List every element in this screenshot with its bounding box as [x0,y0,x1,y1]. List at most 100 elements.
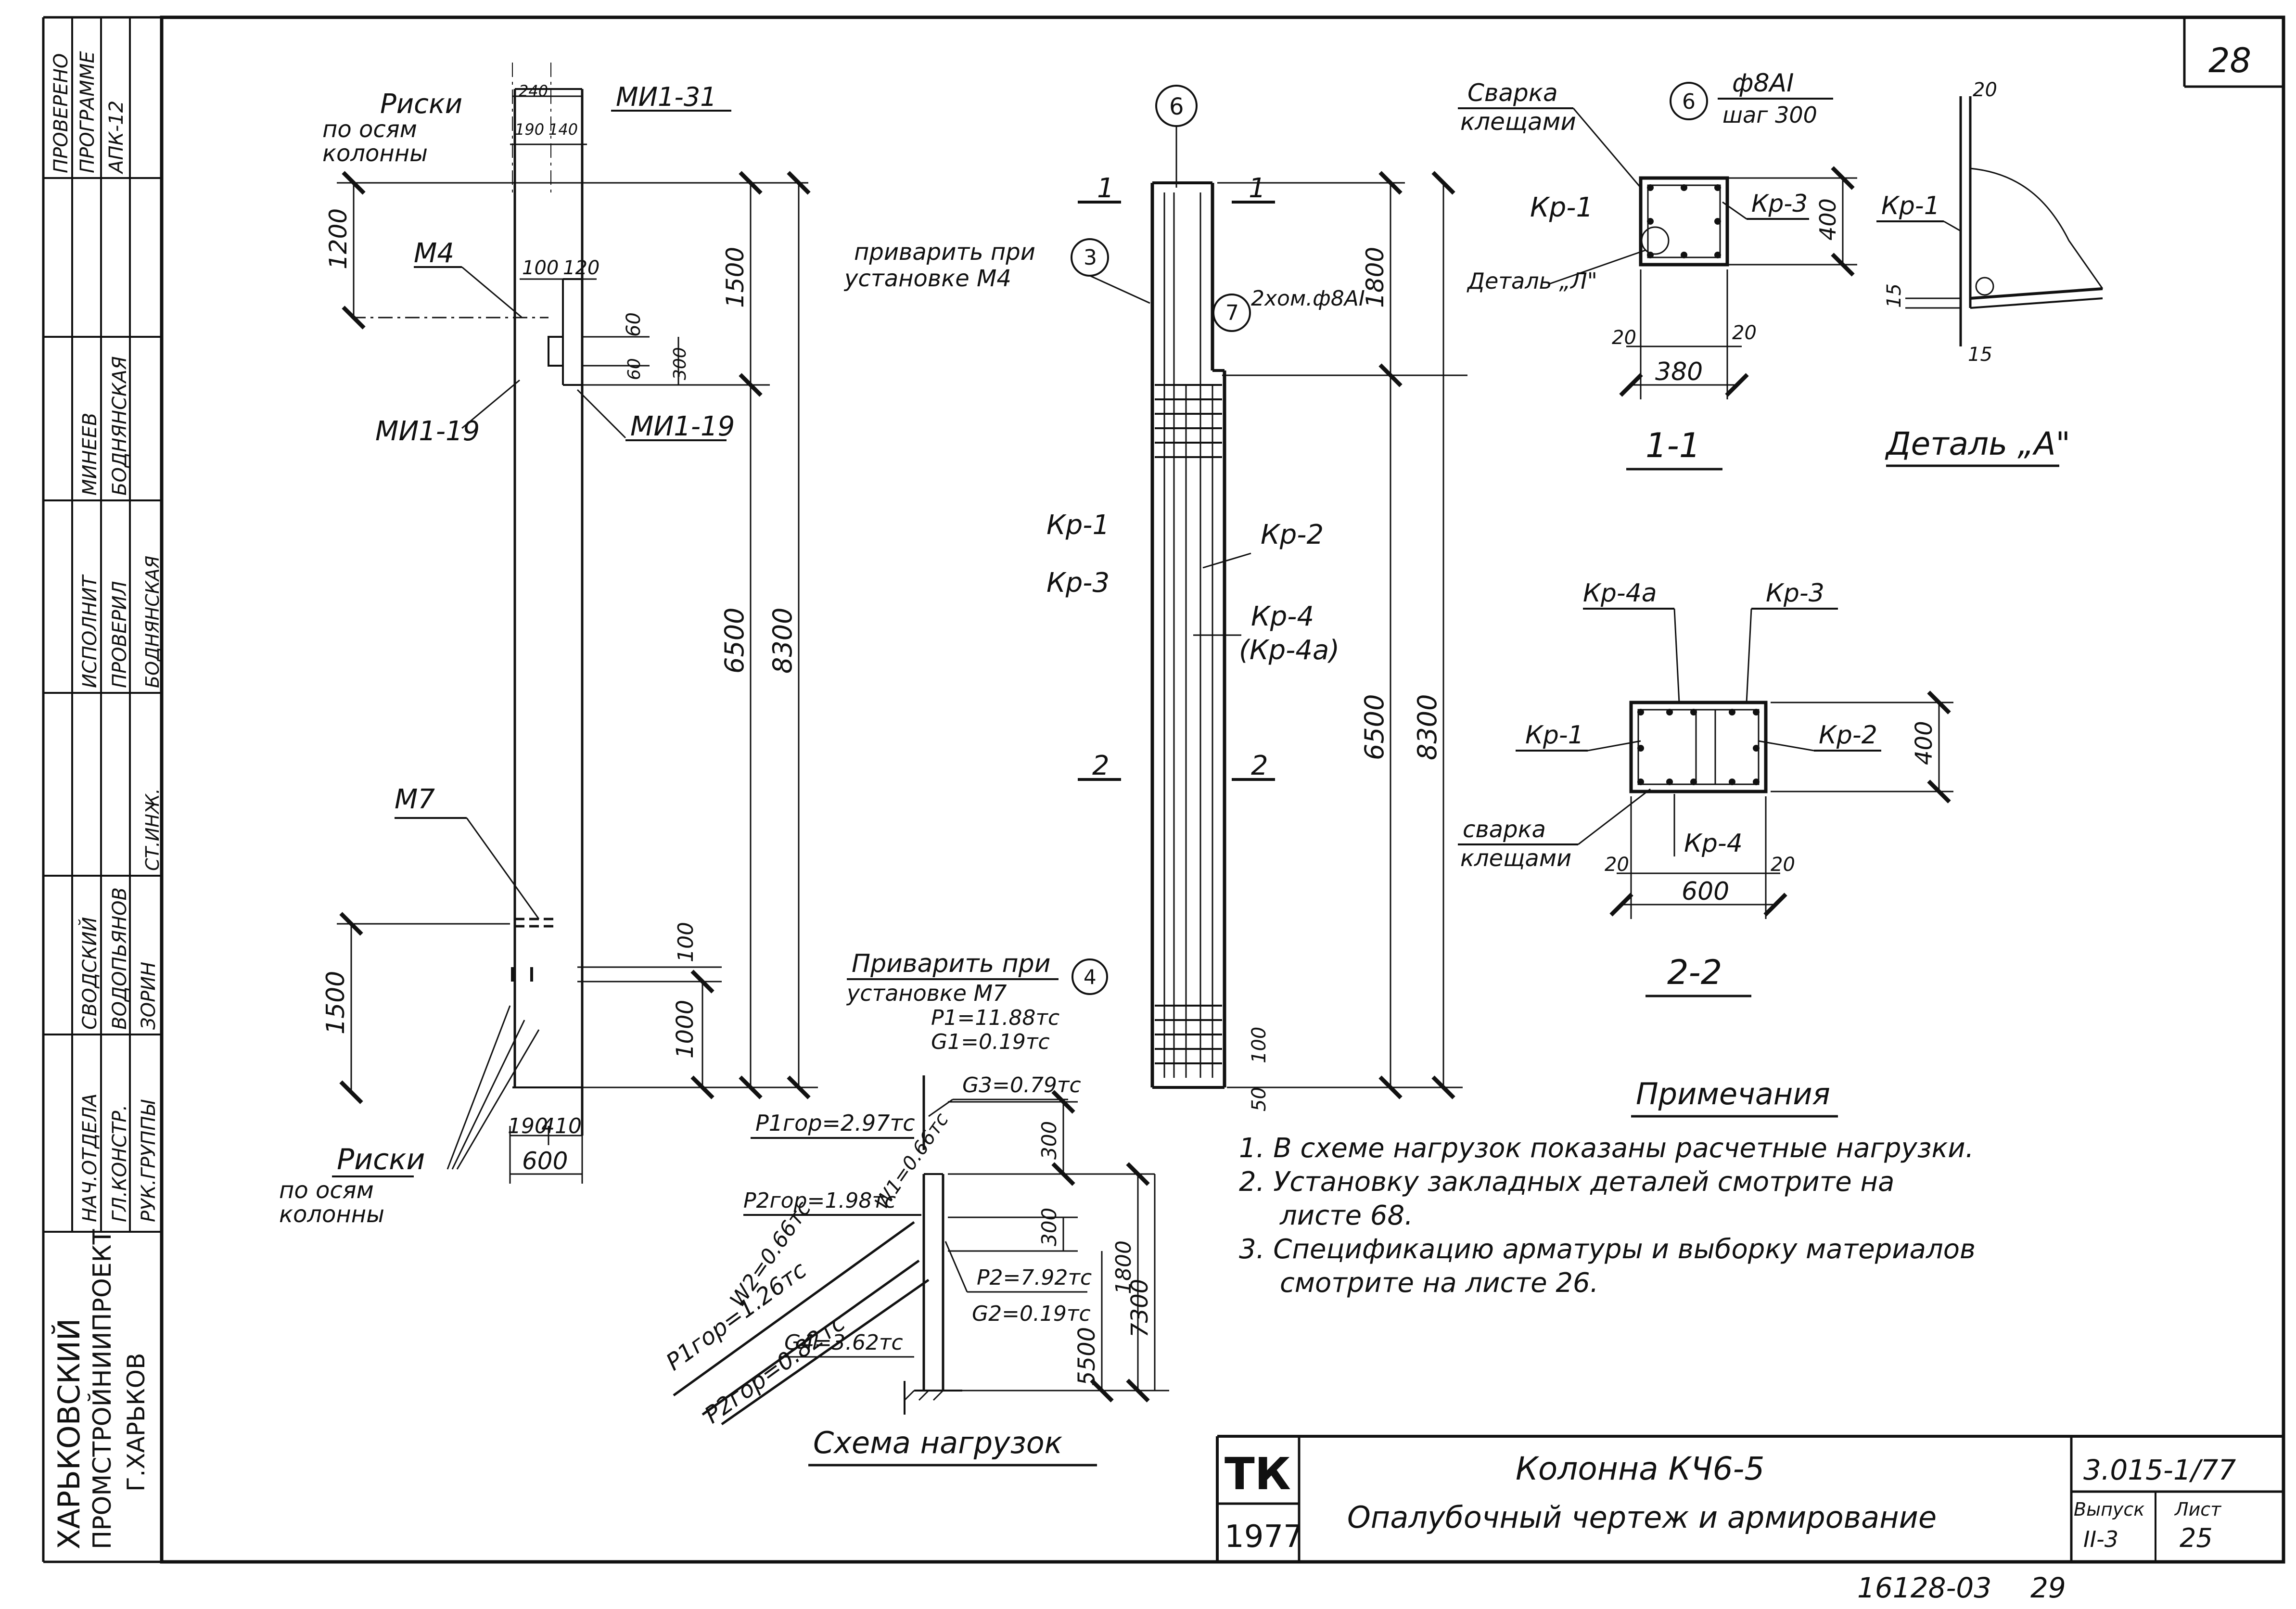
title-main: Колонна КЧ6-5 [1516,1450,1764,1487]
dim-1800-rebar: 1800 [1361,247,1389,308]
dim-300: 300 [670,347,690,380]
dim-8300-rebar: 8300 [1412,694,1442,760]
label-kr4: Кр-4 [1251,601,1314,632]
dim-1200: 1200 [324,208,352,269]
load-scheme: Приварить при установке М7 4 P1=11.88тс … [661,949,1169,1467]
dim-100-b: 100 [674,922,698,962]
s22-weld-line1: сварка [1463,816,1546,843]
load-scheme-title: Схема нагрузок [813,1425,1063,1460]
s22-dim-20-right: 20 [1771,854,1795,876]
load-p2gor-x: P2гор=1.98тс [743,1188,896,1213]
note-3-cont: смотрите на листе 26. [1280,1267,1598,1299]
dim-6500-rebar: 6500 [1359,694,1390,760]
s22-weld-line2: клещами [1460,845,1571,872]
dim-120: 120 [563,257,600,279]
load-dim-300a: 300 [1037,1121,1061,1160]
dim-100: 100 [522,257,559,279]
stamp-approval-2: ПРОГРАММЕ [77,51,99,173]
risks-bottom-2: по осям [279,1177,374,1204]
dim-50-rebar: 50 [1248,1087,1270,1111]
s22-kr3: Кр-3 [1766,579,1824,608]
s22-kr4: Кр-4 [1684,829,1743,858]
detail-a-dim-15b: 15 [1968,344,1992,366]
title-sheet: 25 [2180,1523,2213,1553]
detail-a-dim-15a: 15 [1883,283,1905,308]
load-g1: G1=0.19тс [931,1030,1050,1054]
title-sheet-label: Лист [2174,1499,2222,1520]
stamp-name-3: ЗОРИН [138,962,160,1030]
s11-weld-line1: Сварка [1467,79,1558,107]
s11-title: 1-1 [1645,426,1700,465]
stamp-name-2: ВОДОПЬЯНОВ [109,887,131,1030]
stamp-approval-1: ПРОВЕРЕНО [50,53,72,173]
s11-kr1: Кр-1 [1530,192,1593,223]
detail-a: 20 Кр-1 15 15 Деталь „А" [1876,79,2104,467]
dim-240: 240 [519,82,548,100]
stamp-role-1: НАЧ.ОТДЕЛА [79,1094,101,1222]
s11-kr3: Кр-3 [1751,190,1808,217]
stamp-role-2: ГЛ.КОНСТР. [109,1105,131,1222]
dim-410-bottom: 410 [541,1114,582,1138]
s11-bar-number: 6 [1682,89,1696,114]
column-formwork-view: 240 190 140 Риски по осям колонны МИ1-31… [279,63,818,1228]
s22-title: 2-2 [1667,953,1722,992]
stamp-role-6: ПРОВЕРИЛ [109,581,131,688]
title-logo: ТК [1225,1448,1291,1500]
label-mi1-19-right: МИ1-19 [630,411,735,442]
dim-600-bottom: 600 [522,1147,568,1175]
s22-dim-20-left: 20 [1605,854,1629,876]
dim-60: 60 [623,312,645,337]
load-dim-7300: 7300 [1126,1279,1153,1338]
s22-kr1: Кр-1 [1525,721,1584,750]
stamp-org-3: Г.ХАРЬКОВ [122,1353,150,1492]
label-m7: М7 [395,784,435,815]
s11-bar-spec: ф8АI [1732,69,1794,98]
title-issue: II-3 [2083,1526,2118,1552]
detail-a-kr1: Кр-1 [1881,192,1940,220]
section-2-right: 2 [1251,750,1268,781]
weld-m4-number: 3 [1084,245,1097,270]
title-code: 3.015-1/77 [2083,1454,2236,1486]
bar-7-number: 7 [1225,301,1239,325]
section-1-right: 1 [1249,173,1266,204]
weld-m4-line1: приварить при [854,239,1035,266]
weld-m4-line2: установке М4 [843,265,1011,292]
dim-140: 140 [548,120,578,139]
load-g2: G2=0.19тс [972,1302,1091,1326]
dim-190-bottom: 190 [508,1114,548,1138]
load-dim-300b: 300 [1037,1208,1061,1246]
s22-kr4a: Кр-4а [1583,579,1657,608]
title-sub: Опалубочный чертеж и армирование [1347,1500,1937,1535]
note-2-cont: листе 68. [1279,1200,1413,1231]
dim-100-rebar: 100 [1248,1027,1270,1063]
weld-m7-line1: Приварить при [852,949,1051,978]
section-2-2: Кр-4а Кр-3 Кр-1 Кр-2 400 сварка клещами … [1458,579,1953,997]
detail-a-title: Деталь „А" [1885,425,2070,462]
weld-m7-number: 4 [1084,965,1097,989]
s22-dim-600: 600 [1682,877,1729,906]
stamp-name-4: БОДНЯНСКАЯ [142,556,163,688]
stamp-role-4: СТ.ИНЖ. [142,788,163,871]
stamp-name-6: БОДНЯНСКАЯ [109,356,131,496]
dim-1500-top: 1500 [721,247,749,308]
dim-1000: 1000 [672,1000,699,1059]
stamp-approval-3: АПК-12 [105,101,128,175]
s11-dim-20-right: 20 [1732,322,1757,344]
note-3: 3. Спецификацию арматуры и выборку матер… [1239,1234,1976,1265]
s11-dim-400: 400 [1815,198,1841,241]
s22-kr2: Кр-2 [1819,721,1877,750]
load-g4: G4=3.62тс [784,1330,903,1355]
dim-1500-bottom: 1500 [321,971,350,1034]
dim-8300: 8300 [767,608,798,674]
note-2: 2. Установку закладных деталей смотрите … [1239,1166,1894,1198]
stamp-org-1: ХАРЬКОВСКИЙ [51,1318,87,1549]
risks-top-3: колонны [322,140,428,167]
stamp-name-1: СВОДСКИЙ [78,917,101,1030]
detail-a-dim-20: 20 [1973,79,1997,101]
s11-detail-ref: Деталь „Л" [1467,268,1597,294]
risks-top-2: по осям [322,116,417,143]
label-mi1-19-left: МИ1-19 [375,416,480,447]
sheet-frame [160,15,2285,1564]
bar-7-spec: 2хом.ф8АI [1251,286,1365,311]
